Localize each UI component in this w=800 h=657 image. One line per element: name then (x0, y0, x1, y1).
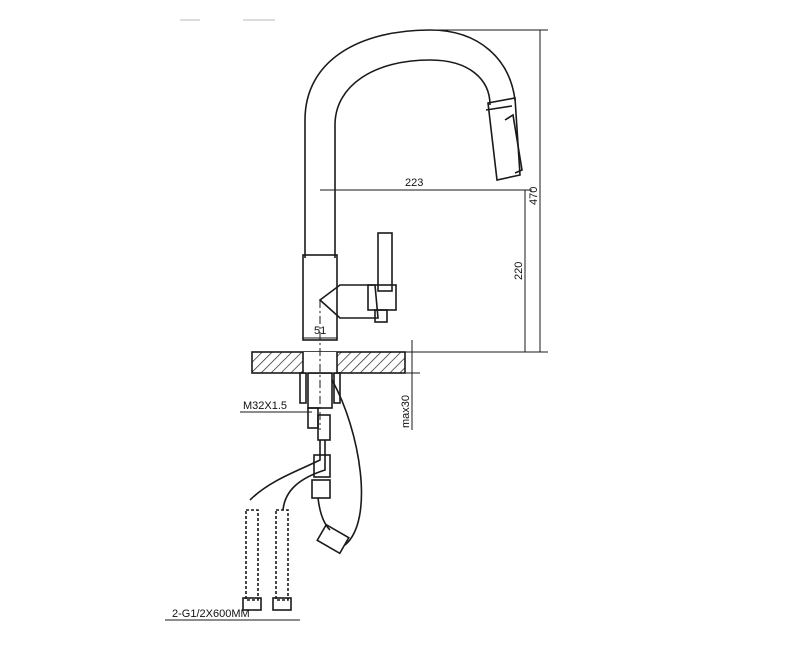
spray-head-tip (504, 113, 523, 174)
dim-max-deck: max30 (400, 395, 412, 428)
dim-thread: M32X1.5 (243, 400, 287, 412)
handle-lever (377, 232, 393, 292)
dim-height: 470 (528, 187, 540, 205)
pullout-hose (331, 379, 363, 546)
dim-hoses: 2-G1/2X600MM (172, 608, 250, 620)
dim-reach: 223 (405, 177, 423, 189)
mount-bolt-left (299, 372, 307, 404)
dim-spout-height: 220 (513, 262, 525, 280)
supply-hose-left (242, 509, 262, 611)
mount-bolt-right (333, 372, 341, 404)
handle-cap (374, 309, 388, 323)
spray-head-under (316, 523, 350, 555)
supply-hose-right (272, 509, 292, 611)
valve (318, 284, 379, 319)
spout (304, 29, 516, 258)
spout-inner (334, 59, 491, 258)
head-band (485, 105, 513, 111)
dim-body: 51 (314, 325, 326, 337)
spray-head (487, 97, 521, 181)
